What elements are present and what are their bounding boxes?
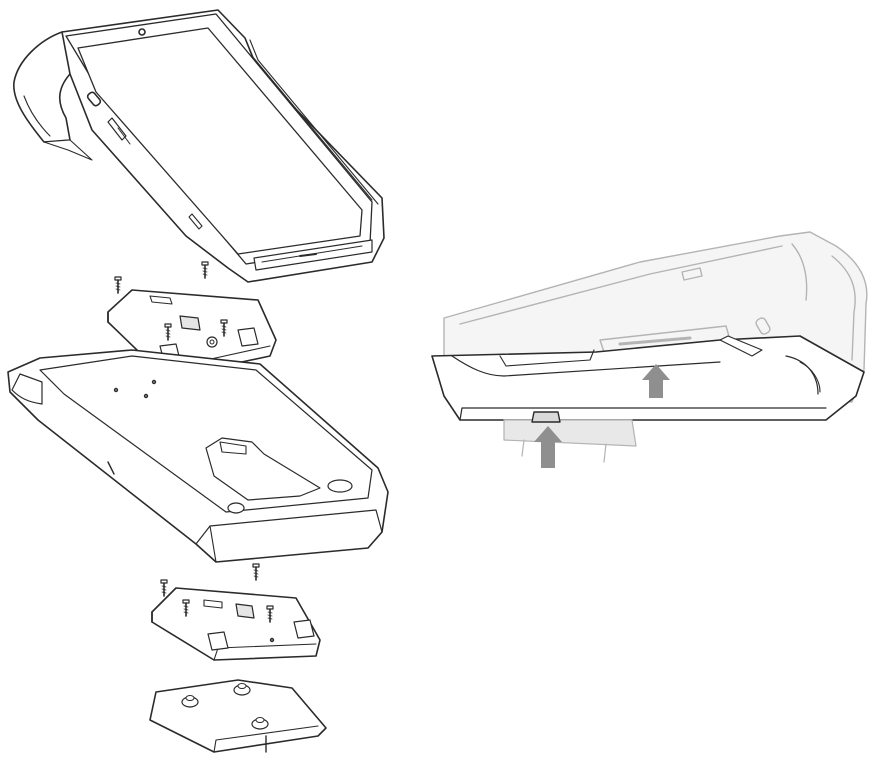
base-mount-plate [151,587,321,661]
payment-terminal [13,9,385,283]
screw-icon [252,563,260,581]
terminal-ghost-outline [443,231,868,403]
adapter-plate [149,679,327,753]
screw-icon [160,579,168,597]
screw-icon [201,261,209,279]
release-latch [531,411,561,423]
exploded-assembly-view [7,9,389,753]
docking-base [7,349,389,563]
up-arrow-icon [534,426,562,468]
up-arrow-icon [642,364,670,398]
side-release-view [431,231,868,468]
mount-bracket-ghost [503,419,637,463]
screw-icon [114,276,122,294]
